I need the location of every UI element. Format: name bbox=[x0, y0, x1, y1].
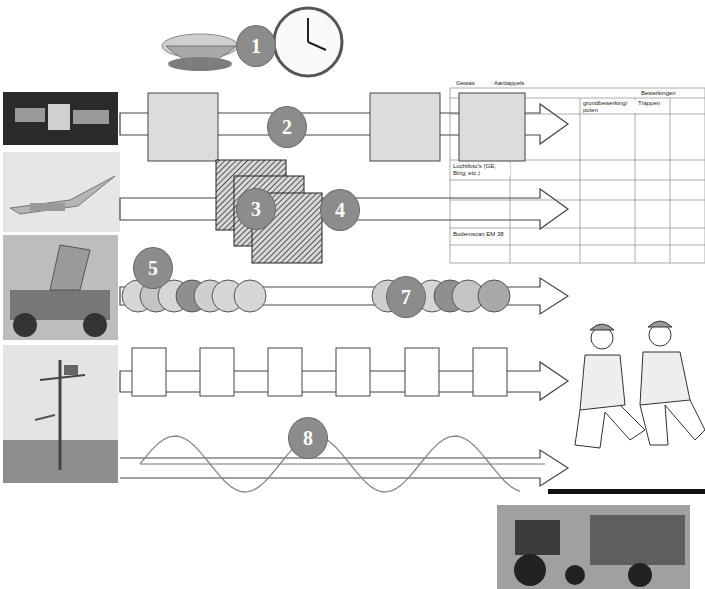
measurement-box bbox=[132, 348, 507, 396]
table-cell: Gewas bbox=[455, 80, 476, 87]
table-cell: Bewerkingen bbox=[640, 90, 677, 97]
table-cell: : Aardappels bbox=[490, 80, 525, 87]
callout-number: 1 bbox=[251, 36, 261, 56]
grey-box bbox=[148, 93, 525, 161]
drone-photo bbox=[3, 152, 120, 232]
data-table bbox=[450, 88, 705, 263]
callout-circle: 5 bbox=[133, 247, 173, 289]
table-cell: Bodemscan EM 38 bbox=[452, 231, 505, 238]
hatched-box bbox=[216, 160, 322, 263]
satellite-photo bbox=[3, 92, 118, 145]
axis-line bbox=[140, 464, 545, 465]
sine-wave bbox=[140, 436, 520, 492]
table-cell: grondbewerking/ poten bbox=[582, 100, 636, 113]
table-cell: Trappen bbox=[637, 100, 661, 107]
black-bar bbox=[548, 489, 705, 494]
table-cell: Luchtfoto's (GE, Bing, etc.) bbox=[452, 163, 510, 176]
weather-station-photo bbox=[3, 345, 118, 483]
farmers-drawing bbox=[575, 321, 705, 448]
callout-number: 8 bbox=[303, 428, 313, 448]
callout-number: 5 bbox=[148, 258, 158, 278]
soil-sampler-photo bbox=[3, 235, 118, 340]
callout-circle: 4 bbox=[320, 189, 360, 231]
callout-circle: 2 bbox=[267, 106, 307, 148]
callout-number: 4 bbox=[335, 200, 345, 220]
callout-circle: 7 bbox=[386, 276, 426, 318]
sample-circle bbox=[122, 280, 510, 312]
callout-number: 2 bbox=[282, 117, 292, 137]
callout-number: 3 bbox=[251, 199, 261, 219]
callout-number: 7 bbox=[401, 287, 411, 307]
callout-circle: 1 bbox=[236, 25, 276, 67]
callout-circle: 3 bbox=[236, 188, 276, 230]
scale-clock-photo bbox=[162, 8, 342, 76]
tractor-photo bbox=[497, 505, 690, 589]
callout-circle: 8 bbox=[288, 417, 328, 459]
